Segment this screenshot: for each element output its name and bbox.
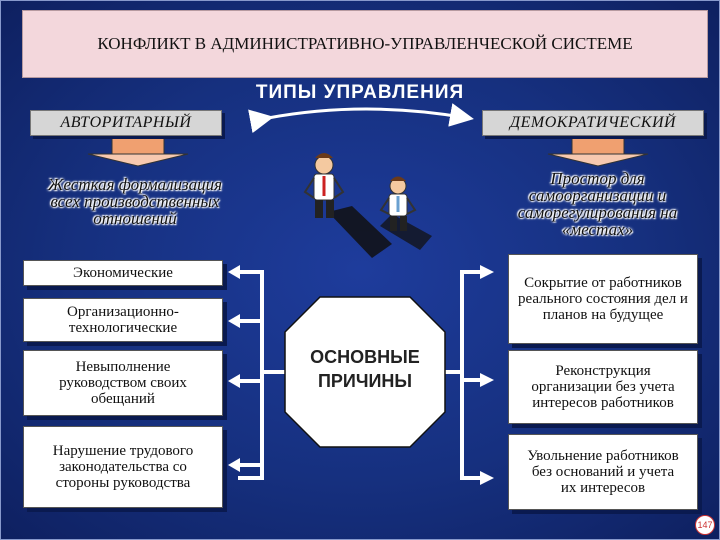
- slide-title-text: КОНФЛИКТ В АДМИНИСТРАТИВНО-УПРАВЛЕНЧЕСКО…: [97, 34, 633, 53]
- right-reason-3: Увольнение работников без оснований и уч…: [508, 434, 698, 510]
- right-arrowhead-1: [480, 265, 494, 279]
- democratic-label: ДЕМОКРАТИЧЕСКИЙ: [482, 110, 704, 136]
- left-reason-3: Невыполнение руководством своих обещаний: [23, 350, 223, 416]
- page-number-badge: 147: [695, 515, 715, 535]
- left-reason-4: Нарушение трудового законодательства со …: [23, 426, 223, 508]
- democratic-label-text: ДЕМОКРАТИЧЕСКИЙ: [509, 114, 677, 131]
- left-reason-2: Организационно-технологические: [23, 298, 223, 342]
- right-down-arrow: [547, 137, 649, 167]
- people-illustration: [303, 153, 432, 258]
- left-reason-4-text: Нарушение трудового законодательства со …: [52, 443, 194, 491]
- left-reason-3-text: Невыполнение руководством своих обещаний: [59, 359, 187, 407]
- right-bracket: [460, 270, 480, 480]
- right-reason-2-text: Реконструкция организации без учета инте…: [531, 363, 675, 411]
- left-arrowhead-3: [228, 374, 240, 388]
- center-octagon: [284, 296, 446, 448]
- right-reason-2: Реконструкция организации без учета инте…: [508, 350, 698, 424]
- management-types-heading: ТИПЫ УПРАВЛЕНИЯ: [255, 82, 465, 103]
- democratic-description: Простор для самоорганизации и саморегули…: [517, 169, 678, 239]
- left-reason-2-text: Организационно-технологические: [67, 304, 179, 336]
- left-arrowhead-1: [228, 265, 240, 279]
- types-double-arrow: [248, 103, 474, 134]
- left-bracket: [238, 270, 264, 480]
- left-down-arrow: [87, 137, 189, 167]
- left-reason-1-text: Экономические: [73, 265, 173, 281]
- main-causes-label: ОСНОВНЫЕ ПРИЧИНЫ: [310, 347, 420, 391]
- left-arrowhead-2: [228, 314, 240, 328]
- right-arrowhead-3: [480, 471, 494, 485]
- authoritarian-description: Жесткая формализация всех производственн…: [47, 175, 223, 228]
- right-reason-1-text: Сокрытие от работников реального состоян…: [518, 275, 688, 323]
- left-arrowhead-4: [228, 458, 240, 472]
- authoritarian-label-text: АВТОРИТАРНЫЙ: [60, 114, 192, 131]
- authoritarian-label: АВТОРИТАРНЫЙ: [30, 110, 222, 136]
- left-reason-1: Экономические: [23, 260, 223, 286]
- right-reason-3-text: Увольнение работников без оснований и уч…: [527, 448, 679, 496]
- slide-title: КОНФЛИКТ В АДМИНИСТРАТИВНО-УПРАВЛЕНЧЕСКО…: [22, 10, 708, 78]
- right-arrowhead-2: [480, 373, 494, 387]
- right-reason-1: Сокрытие от работников реального состоян…: [508, 254, 698, 344]
